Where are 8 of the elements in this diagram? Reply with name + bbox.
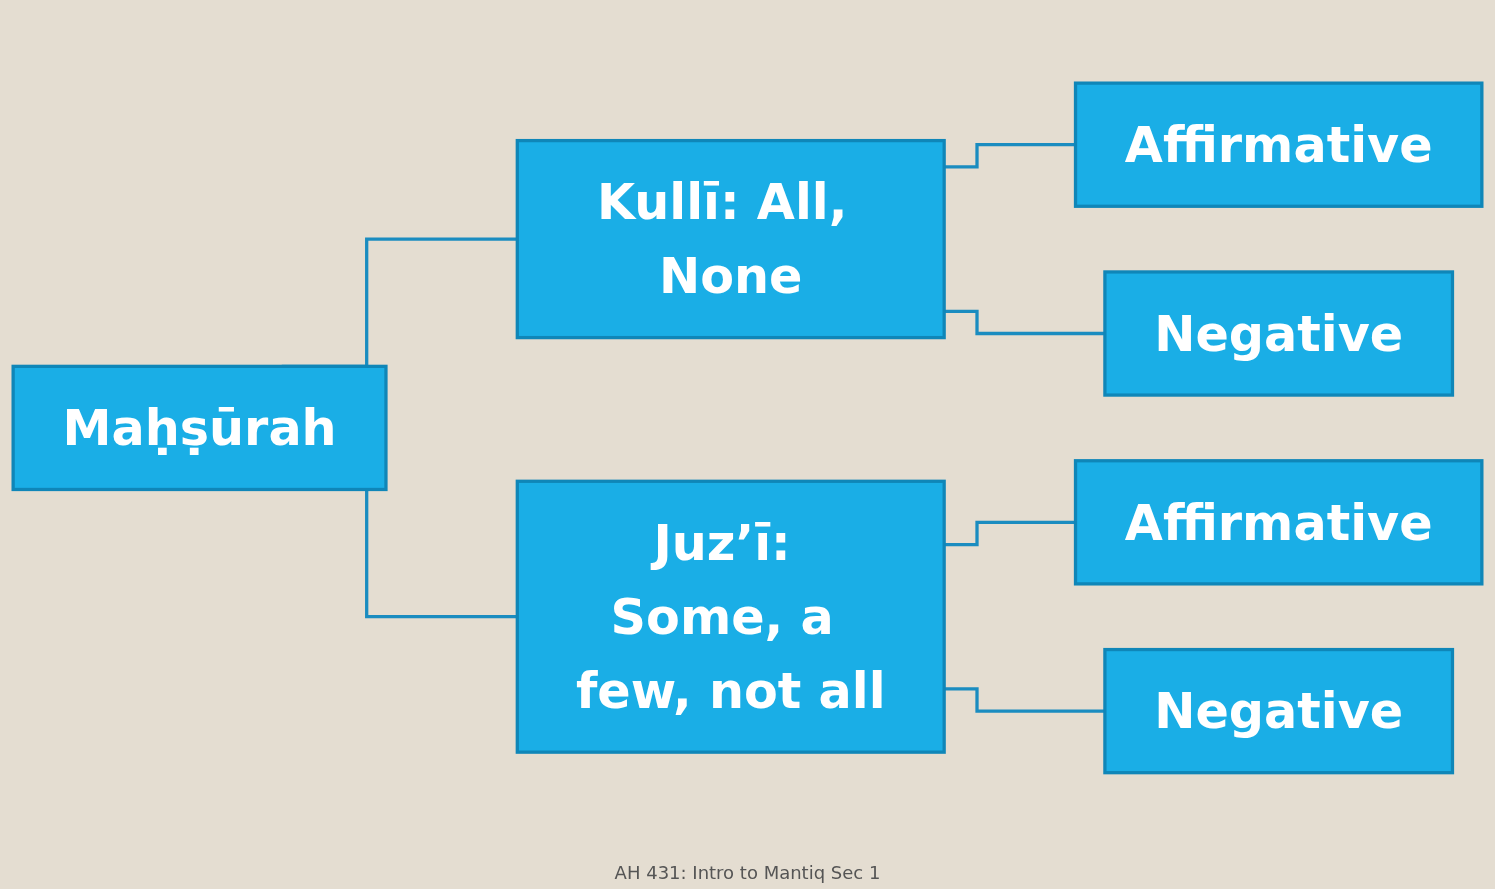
node-box: Kullī: All, None xyxy=(515,139,946,340)
node-box: Affirmative xyxy=(1073,81,1484,208)
node-box: Maḥṣūrah xyxy=(11,364,388,492)
node-box: Affirmative xyxy=(1073,459,1484,586)
node-box: Negative xyxy=(1103,648,1455,775)
footer-text: AH 431: Intro to Mantiq Sec 1 xyxy=(613,861,882,885)
node-box: Juz’ī: Some, a few, not all xyxy=(515,479,946,754)
node-box: Negative xyxy=(1103,270,1455,397)
